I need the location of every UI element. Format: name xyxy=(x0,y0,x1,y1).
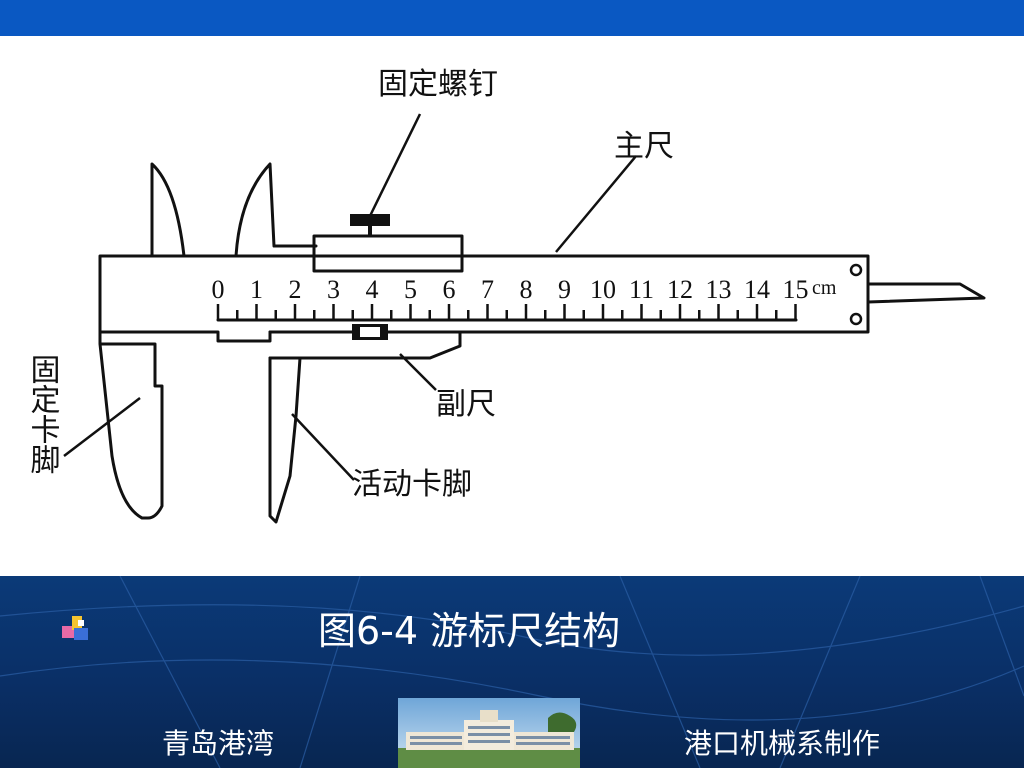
scale-number-11: 11 xyxy=(629,275,654,304)
unit-mark: cm xyxy=(812,277,837,299)
scale-number-0: 0 xyxy=(212,275,225,304)
label-fixed-jaw: 固定卡脚 xyxy=(24,354,60,474)
leader-fixing-screw xyxy=(368,113,422,217)
colored-blocks-bullet-icon xyxy=(62,616,88,640)
campus-building-photo xyxy=(398,698,580,768)
lower-fixed-jaw xyxy=(98,330,164,520)
footer-decoration xyxy=(0,576,1024,768)
label-fixing-screw: 固定螺钉 xyxy=(378,67,498,102)
leader-fixed-jaw xyxy=(63,397,141,457)
footer: 图6-4 游标尺结构 xyxy=(0,576,1024,768)
footer-right-text: 港口机械系制作 xyxy=(684,727,881,760)
scale-number-13: 13 xyxy=(706,275,732,304)
upper-fixed-jaw xyxy=(150,162,186,258)
scale-number-4: 4 xyxy=(366,275,379,304)
fixing-screw-head xyxy=(350,214,390,226)
scale-number-10: 10 xyxy=(590,275,616,304)
scale-number-8: 8 xyxy=(520,275,533,304)
top-bar xyxy=(0,0,1024,36)
leader-movable-jaw xyxy=(291,413,355,481)
scale-number-12: 12 xyxy=(667,275,693,304)
scale-number-5: 5 xyxy=(404,275,417,304)
lower-movable-jaw xyxy=(268,356,302,524)
depth-rod xyxy=(866,282,986,304)
scale-number-15: 15 xyxy=(783,275,809,304)
vernier-slider xyxy=(268,330,462,360)
label-vernier-scale: 副尺 xyxy=(436,387,496,422)
scale-number-9: 9 xyxy=(558,275,571,304)
upper-movable-jaw xyxy=(234,162,318,258)
scale-number-14: 14 xyxy=(744,275,770,304)
label-movable-jaw: 活动卡脚 xyxy=(352,467,472,502)
main-scale-beam xyxy=(98,254,870,343)
leader-main-scale xyxy=(555,155,637,253)
footer-left-text: 青岛港湾 xyxy=(162,727,275,760)
label-main-scale: 主尺 xyxy=(614,129,674,164)
scale-number-7: 7 xyxy=(481,275,494,304)
scale-number-2: 2 xyxy=(289,275,302,304)
leader-vernier-scale xyxy=(399,353,437,391)
main-scale-ticks xyxy=(216,304,797,320)
scale-number-6: 6 xyxy=(443,275,456,304)
figure-caption: 图6-4 游标尺结构 xyxy=(318,609,621,653)
screw-housing xyxy=(312,234,464,273)
scale-number-1: 1 xyxy=(250,275,263,304)
scale-number-3: 3 xyxy=(327,275,340,304)
